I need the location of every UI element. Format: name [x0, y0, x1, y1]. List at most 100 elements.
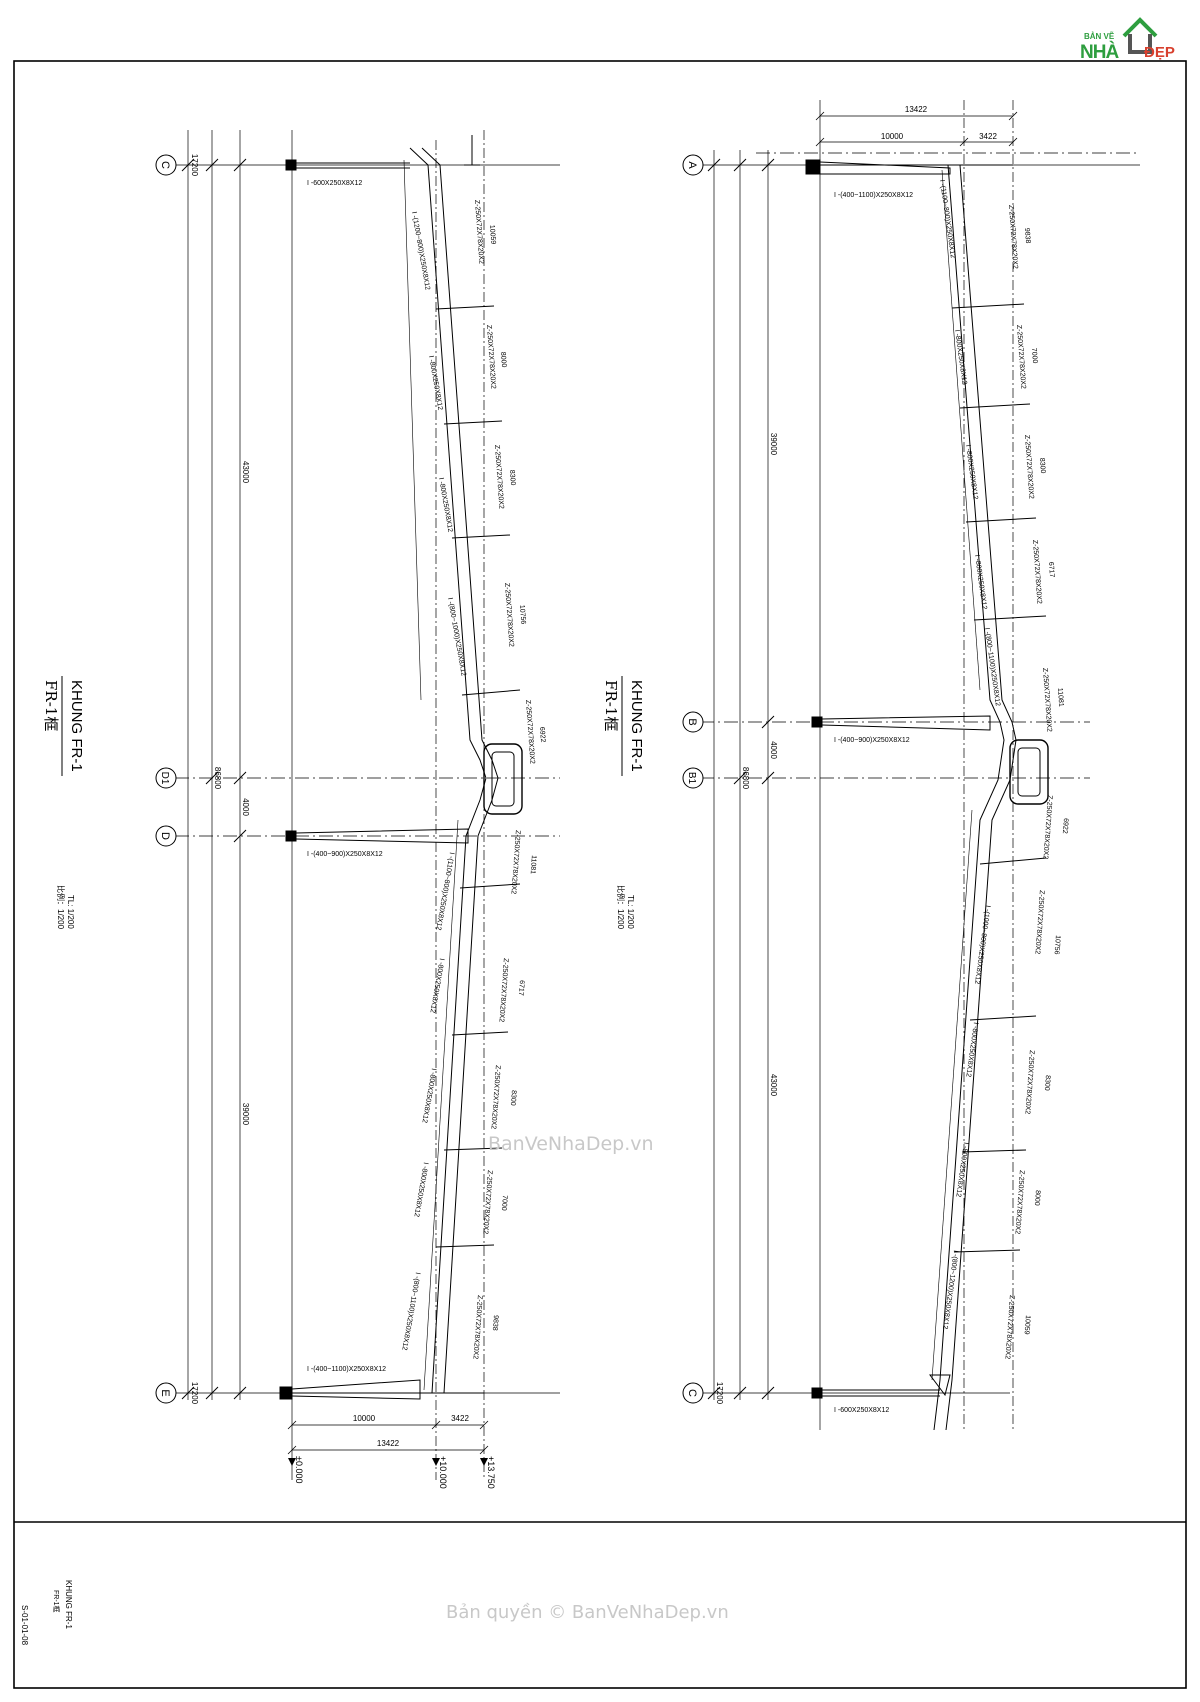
left-member-4: I -(800~1000)X250X8X12: [446, 597, 467, 677]
right-span-4: 11081: [1056, 688, 1064, 707]
right-member-3: I -800X250X8X12: [964, 444, 979, 500]
left-purlin-9: Z-250X72X78X20X2: [472, 1295, 483, 1360]
left-member-7: I -800X250X8X12: [428, 958, 445, 1014]
left-purlin-0: Z-250X72X78X20X2: [473, 200, 484, 265]
left-purlin-2: Z-250X72X78X20X2: [493, 445, 504, 510]
level-left-0: ±0.000: [294, 1456, 304, 1483]
right-member-11: I -600X250X8X12: [834, 1407, 889, 1414]
left-purlin-7: Z-250X72X78X20X2: [490, 1065, 501, 1130]
dim-right-edge-c: 17200: [715, 1382, 724, 1405]
left-member-0: I -600X250X8X12: [307, 180, 362, 187]
right-purlin-6: Z-250X72X78X20X2: [1034, 890, 1045, 955]
right-purlin-8: Z-250X72X78X20X2: [1014, 1170, 1025, 1235]
level-left-1: +10.000: [438, 1456, 448, 1489]
grid-label-a: A: [686, 161, 698, 169]
right-span-2: 8300: [1038, 458, 1046, 474]
right-span-0: 9838: [1023, 228, 1031, 244]
right-member-2: I -800X250X8X12: [953, 329, 968, 385]
left-member-11: I -(400~1100)X250X8X12: [307, 1366, 386, 1373]
left-purlin-8: Z-250X72X78X20X2: [482, 1170, 493, 1235]
left-subtitle: FR-1框: [42, 680, 60, 731]
left-span-0: 10059: [488, 225, 496, 245]
level-left-2: +13.750: [486, 1456, 496, 1489]
right-purlin-0: Z-250X72X78X20X2: [1007, 205, 1018, 270]
grid-label-b1: B1: [686, 772, 697, 785]
dim-right-top-total: 13422: [905, 105, 928, 114]
right-member-5: I -(800~1100)X250X8X12: [983, 627, 1001, 706]
right-purlin-3: Z-250X72X78X20X2: [1031, 540, 1042, 605]
title-block-subtitle: FR-1框: [52, 1590, 61, 1613]
right-member-7: I -(1000~800)X250X8X12: [973, 905, 991, 985]
title-block: KHUNG FR-1 FR-1框 S-01-01-08: [20, 1580, 73, 1646]
watermark-copyright: Bản quyền © BanVeNhaDep.vn: [446, 1602, 729, 1623]
right-purlin-5: Z-250X72X78X20X2: [1042, 795, 1053, 860]
left-member-2: I -800X250X8X12: [427, 355, 444, 411]
right-member-8: I -800X250X8X12: [964, 1022, 979, 1078]
right-member-6: I -(400~900)X250X8X12: [834, 737, 910, 744]
left-span-6: 6717: [517, 980, 525, 996]
drawing-number: S-01-01-08: [20, 1605, 29, 1646]
left-purlin-1: Z-250X72X78X20X2: [485, 325, 496, 390]
logo-top-text: BẢN VẼ: [1084, 32, 1115, 41]
right-purlin-2: Z-250X72X78X20X2: [1023, 435, 1034, 500]
left-span-4: 6922: [538, 727, 546, 743]
left-purlin-4: Z-250X72X78X20X2: [524, 700, 535, 765]
title-block-title: KHUNG FR-1: [64, 1580, 73, 1629]
grid-label-b: B: [686, 718, 698, 725]
left-span-7: 8300: [509, 1090, 517, 1106]
watermark-center: BanVeNhaDep.vn: [488, 1133, 654, 1155]
grid-label-c: C: [159, 161, 171, 169]
logo-main-text: NHÀ: [1080, 42, 1119, 63]
left-span-8: 7000: [500, 1195, 508, 1211]
right-span-6: 10756: [1053, 935, 1061, 955]
right-member-4: I -800X250X8X12: [973, 554, 988, 610]
dim-left-bot-a: 10000: [353, 1414, 376, 1423]
dim-left-upper: 43000: [241, 461, 250, 484]
right-scale-cn: 比例：1/200: [616, 885, 626, 930]
left-member-10: I -(800~1100)X250X8X12: [400, 1272, 421, 1351]
left-span-3: 10756: [518, 605, 526, 625]
dim-right-lower: 43000: [769, 1074, 778, 1097]
left-frame: C D1 D E 17200 43000 86800 4000 39000 17…: [42, 130, 560, 1489]
right-span-5: 6922: [1061, 818, 1069, 834]
dim-left-mid: 4000: [241, 798, 250, 816]
dim-left-bot-total: 13422: [377, 1439, 400, 1448]
left-member-9: I -800X250X8X12: [412, 1162, 429, 1218]
house-icon: [1122, 17, 1158, 54]
left-purlin-5: Z-250X72X78X20X2: [510, 830, 521, 895]
left-purlin-3: Z-250X72X78X20X2: [503, 583, 514, 648]
right-span-7: 8300: [1043, 1075, 1051, 1091]
right-subtitle: FR-1框: [602, 680, 620, 731]
dim-left-bot-b: 3422: [451, 1414, 469, 1423]
left-span-1: 8000: [499, 352, 507, 368]
grid-label-e: E: [159, 1389, 171, 1396]
right-purlin-4: Z-250X72X78X20X2: [1041, 668, 1052, 733]
left-member-8: I -800X250X8X12: [420, 1068, 437, 1124]
right-purlin-7: Z-250X72X78X20X2: [1024, 1050, 1035, 1115]
right-purlin-1: Z-250X72X78X20X2: [1015, 325, 1026, 390]
right-span-9: 10059: [1023, 1315, 1031, 1335]
left-span-9: 9838: [491, 1315, 499, 1331]
right-member-1: I -(1100~800)X250X8X12: [938, 179, 956, 258]
sheet-border: [13, 60, 1187, 1689]
left-span-5: 11081: [529, 855, 537, 874]
dim-left-total: 86800: [213, 767, 222, 790]
left-purlin-6: Z-250X72X78X20X2: [498, 958, 509, 1023]
left-scale-vn: TL: 1/200: [66, 895, 75, 929]
dim-right-top-b: 3422: [979, 132, 997, 141]
left-span-2: 8300: [508, 470, 516, 486]
grid-label-d1: D1: [159, 772, 170, 785]
left-member-1: I -(1200~800)X250X8X12: [410, 211, 431, 291]
dim-right-upper: 39000: [769, 433, 778, 456]
right-span-8: 8000: [1033, 1190, 1041, 1206]
brand-logo: BẢN VẼ NHÀ ĐẸP: [1078, 14, 1190, 63]
right-member-0: I -(400~1100)X250X8X12: [834, 192, 913, 199]
left-scale-cn: 比例：1/200: [56, 885, 66, 930]
right-span-1: 7000: [1030, 348, 1038, 364]
dim-left-lower: 39000: [241, 1103, 250, 1126]
dim-left-edge-c: 17200: [190, 154, 199, 177]
right-span-3: 6717: [1047, 562, 1055, 578]
right-scale-vn: TL: 1/200: [626, 895, 635, 929]
